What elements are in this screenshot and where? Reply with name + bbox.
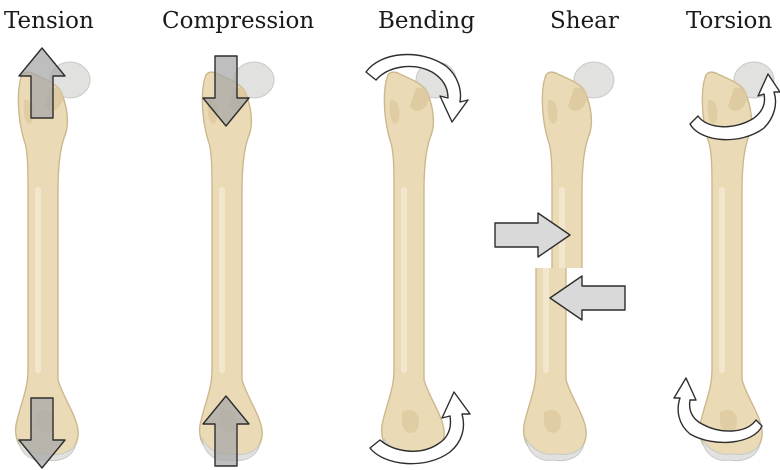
bending-femur <box>382 62 456 461</box>
compression-femur <box>200 62 274 461</box>
